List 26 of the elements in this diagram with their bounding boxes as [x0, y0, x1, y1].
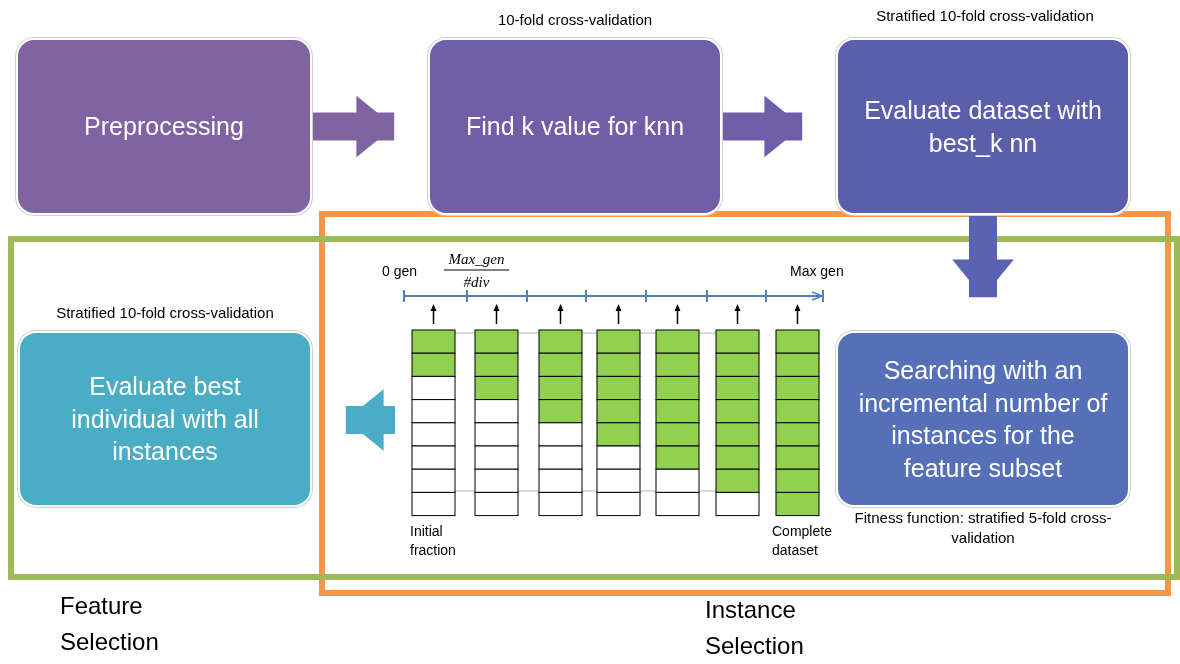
block-arrow: [310, 95, 395, 158]
axis-label: 0 gen: [382, 262, 418, 281]
beside-note: Stratified 10-fold cross-validation: [875, 6, 1095, 26]
box-text: Find k value for knn: [465, 111, 685, 143]
box-text: Evaluate dataset with best_k nn: [863, 95, 1103, 159]
column-caption: Complete dataset: [772, 522, 833, 560]
axis-label: Max_gen: [447, 250, 506, 269]
axis-label: #div: [462, 273, 491, 292]
beside-note: Stratified 10-fold cross-validation: [55, 303, 275, 323]
section-label: Feature Selection: [60, 591, 160, 657]
process-box: [20, 333, 310, 505]
process-box: [838, 40, 1128, 213]
block-arrow: [952, 213, 1014, 298]
block-arrow: [720, 95, 803, 158]
block-arrow: [345, 389, 395, 451]
process-box: [430, 40, 720, 213]
beside-note: Fitness function: stratified 5-fold cross-validation: [853, 508, 1113, 549]
section-label: Instance Selection: [705, 595, 805, 661]
column-caption: Initial fraction: [410, 522, 457, 560]
box-text: Evaluate best individual with all instances: [70, 371, 260, 468]
process-box: [18, 40, 310, 213]
axis-label: Max gen: [790, 262, 844, 281]
beside-note: 10-fold cross-validation: [496, 10, 654, 30]
process-box: [838, 333, 1128, 505]
box-text: Searching with an incremental number of instances for the feature subset: [857, 355, 1109, 484]
box-text: Preprocessing: [84, 111, 244, 143]
